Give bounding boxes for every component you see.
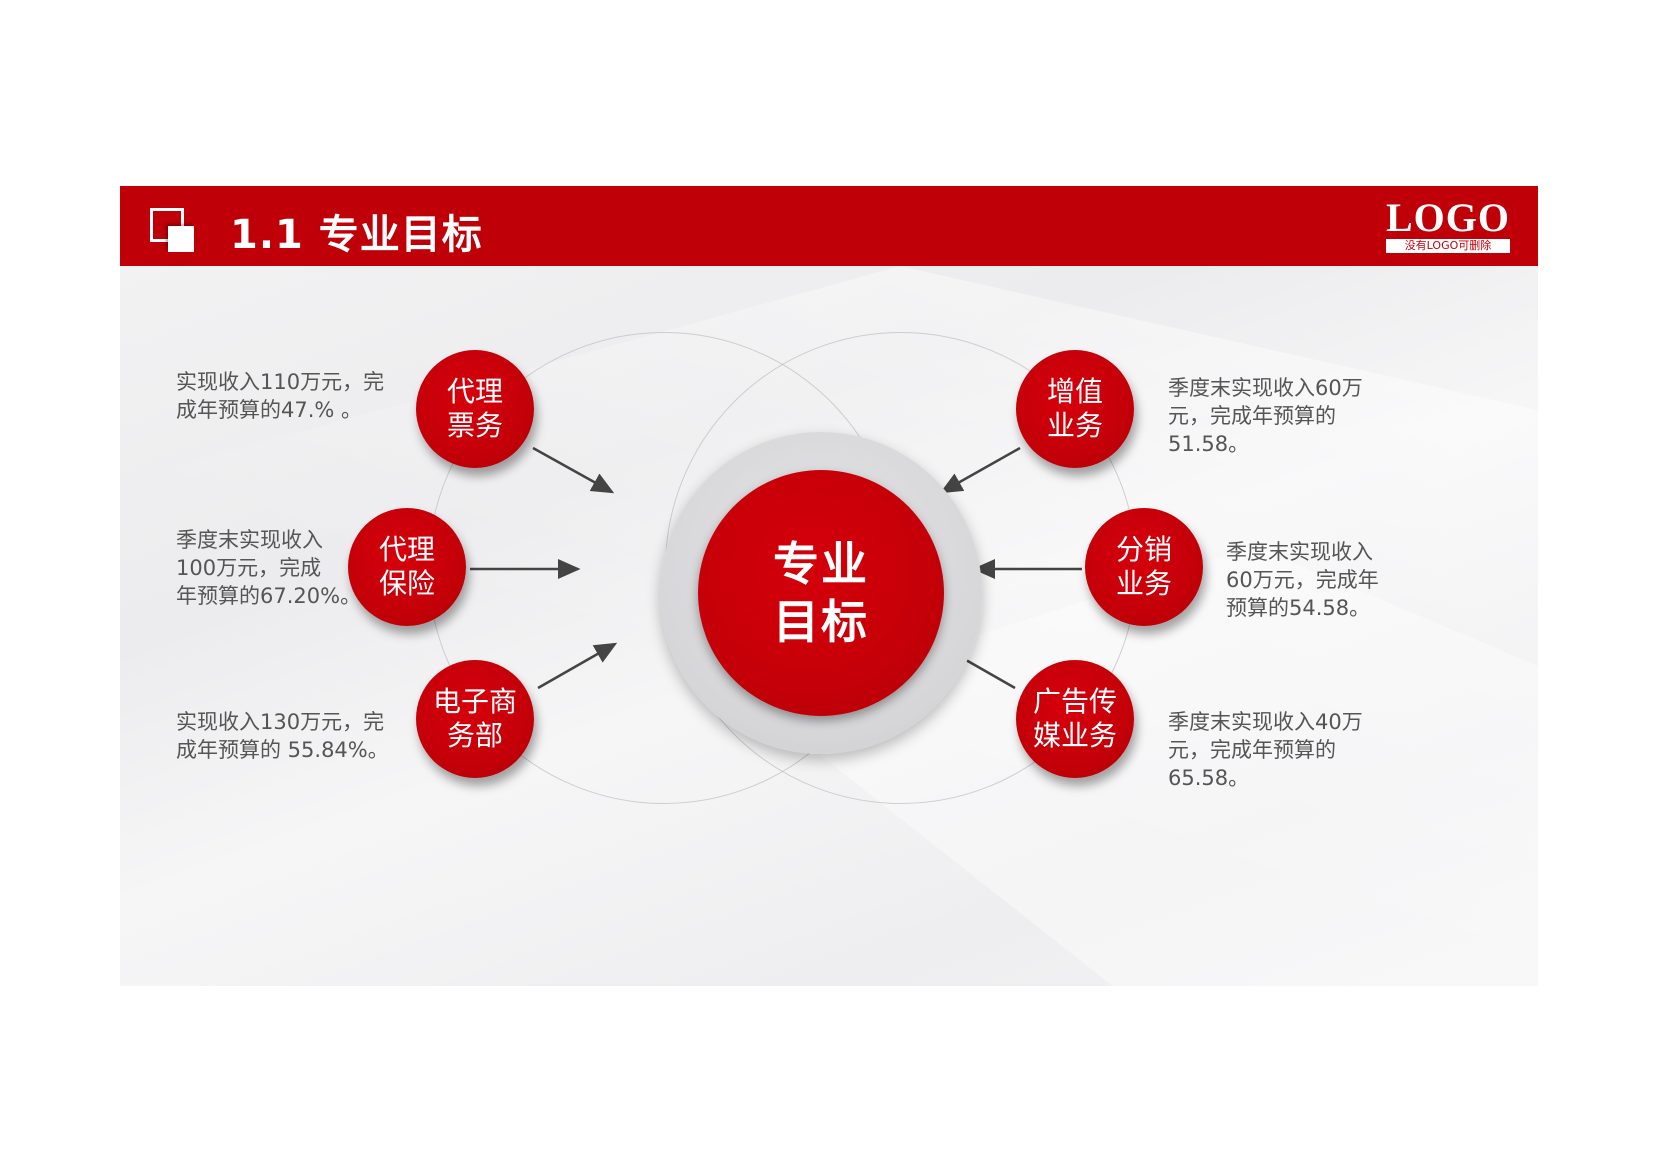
node-label: 代理票务 <box>446 375 503 442</box>
node-label: 广告传媒业务 <box>1032 685 1117 752</box>
logo: LOGO 没有LOGO可删除 <box>1385 195 1510 253</box>
node-label: 分销业务 <box>1115 533 1172 600</box>
node-ecommerce: 电子商务部 <box>416 660 534 778</box>
node-agent-ticketing: 代理票务 <box>416 350 534 468</box>
slide: 1.1 专业目标 LOGO 没有LOGO可删除 专业目标 代理票务 <box>120 186 1538 986</box>
desc-agent-ticketing: 实现收入110万元，完 成年预算的47.% 。 <box>176 370 385 422</box>
desc-agent-insurance: 季度末实现收入 100万元，完成 年预算的67.20%。 <box>176 528 362 608</box>
node-label: 代理保险 <box>378 533 435 600</box>
desc-value-added: 季度末实现收入60万 元，完成年预算的 51.58。 <box>1168 376 1363 456</box>
logo-text: LOGO <box>1385 195 1510 240</box>
hub-circle: 专业目标 <box>698 470 944 716</box>
desc-distribution: 季度末实现收入 60万元，完成年 预算的54.58。 <box>1226 540 1379 620</box>
desc-advertising-media: 季度末实现收入40万 元，完成年预算的 65.58。 <box>1168 710 1363 790</box>
desc-ecommerce: 实现收入130万元，完 成年预算的 55.84%。 <box>176 710 389 762</box>
connector-arrows <box>470 446 1082 690</box>
hub-label: 专业目标 <box>773 537 869 649</box>
node-label: 增值业务 <box>1046 375 1103 442</box>
node-value-added: 增值业务 <box>1016 350 1134 468</box>
page-title: 1.1 专业目标 <box>230 212 483 258</box>
node-agent-insurance: 代理保险 <box>348 508 466 626</box>
node-advertising-media: 广告传媒业务 <box>1016 660 1134 778</box>
node-label: 电子商务部 <box>432 685 517 752</box>
node-distribution: 分销业务 <box>1085 508 1203 626</box>
title-bar: 1.1 专业目标 LOGO 没有LOGO可删除 <box>120 186 1538 266</box>
overlapping-squares-icon <box>150 208 196 254</box>
logo-subtext: 没有LOGO可删除 <box>1385 239 1510 253</box>
